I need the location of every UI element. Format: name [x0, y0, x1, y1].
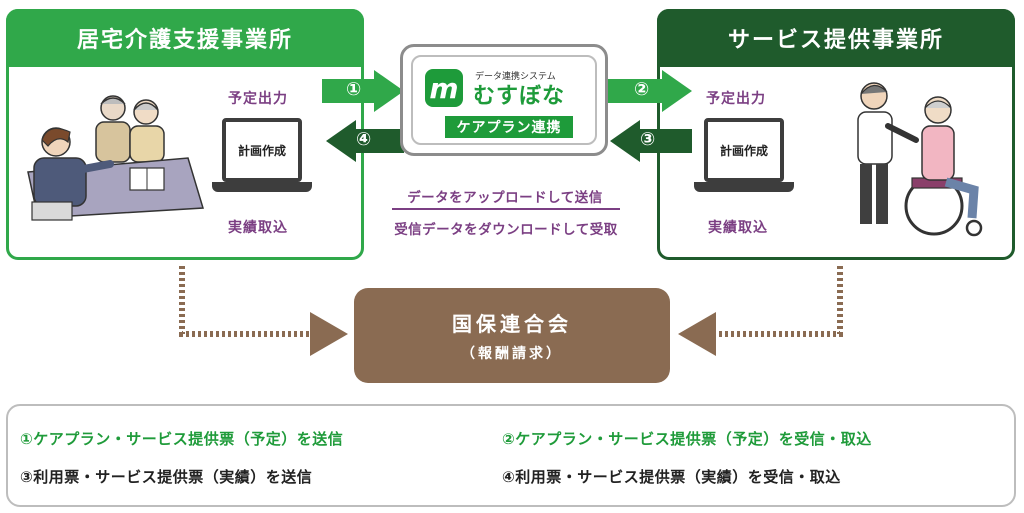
- legend-item-2: ②ケアプラン・サービス提供票（予定）を受信・取込: [502, 430, 872, 448]
- caption-divider: [392, 208, 620, 210]
- arrow-2-receive-plan: [608, 70, 692, 112]
- right-laptop-base: [694, 182, 794, 192]
- arrow-2-label: ②: [634, 79, 650, 100]
- caregiver-wheelchair-illustration: [857, 82, 983, 237]
- care-plan-link-badge: ケアプラン連携: [445, 116, 573, 138]
- right-laptop-text: 計画作成: [719, 143, 768, 158]
- arrow-3-label: ③: [640, 129, 656, 150]
- national-health-insurance-federation-box: 国保連合会 （報酬請求）: [354, 288, 670, 383]
- musubona-logo-icon: m: [425, 69, 463, 107]
- download-caption: 受信データをダウンロードして受取: [394, 222, 618, 238]
- legend-item-1: ①ケアプラン・サービス提供票（予定）を送信: [20, 430, 344, 448]
- left-laptop-text: 計画作成: [237, 143, 286, 158]
- system-inner-frame: [411, 55, 597, 145]
- consultation-illustration: [27, 95, 204, 221]
- left-claim-connector: [179, 266, 348, 356]
- legend-item-4: ④利用票・サービス提供票（実績）を受信・取込: [502, 468, 841, 486]
- musubona-system-box: m データ連携システム むすぼな ケアプラン連携: [400, 44, 608, 156]
- system-name: むすぼな: [473, 84, 566, 109]
- legend-item-3: ③利用票・サービス提供票（実績）を送信: [20, 468, 313, 486]
- service-provider-office-title: サービス提供事業所: [657, 9, 1015, 67]
- arrow-1-send-plan: [322, 70, 404, 112]
- arrow-4-label: ④: [356, 129, 372, 150]
- system-tagline: データ連携システム: [475, 72, 556, 82]
- arrow-4-receive-actuals: [326, 120, 404, 162]
- arrow-1-label: ①: [346, 79, 362, 100]
- legend-box: ①ケアプラン・サービス提供票（予定）を送信 ②ケアプラン・サービス提供票（予定）…: [6, 404, 1016, 507]
- organization-name: 国保連合会: [452, 312, 572, 336]
- right-scheduled-output-label: 予定出力: [706, 91, 766, 107]
- right-laptop-screen: 計画作成: [704, 118, 784, 182]
- arrow-3-send-actuals: [610, 120, 692, 162]
- right-claim-connector: [678, 266, 843, 356]
- care-management-office-title: 居宅介護支援事業所: [6, 9, 364, 67]
- upload-caption: データをアップロードして送信: [407, 190, 603, 206]
- right-actual-import-label: 実績取込: [708, 220, 768, 236]
- left-laptop-base: [212, 182, 312, 192]
- left-actual-import-label: 実績取込: [228, 220, 288, 236]
- left-scheduled-output-label: 予定出力: [228, 91, 288, 107]
- organization-subtitle: （報酬請求）: [461, 346, 563, 362]
- left-laptop-screen: 計画作成: [222, 118, 302, 182]
